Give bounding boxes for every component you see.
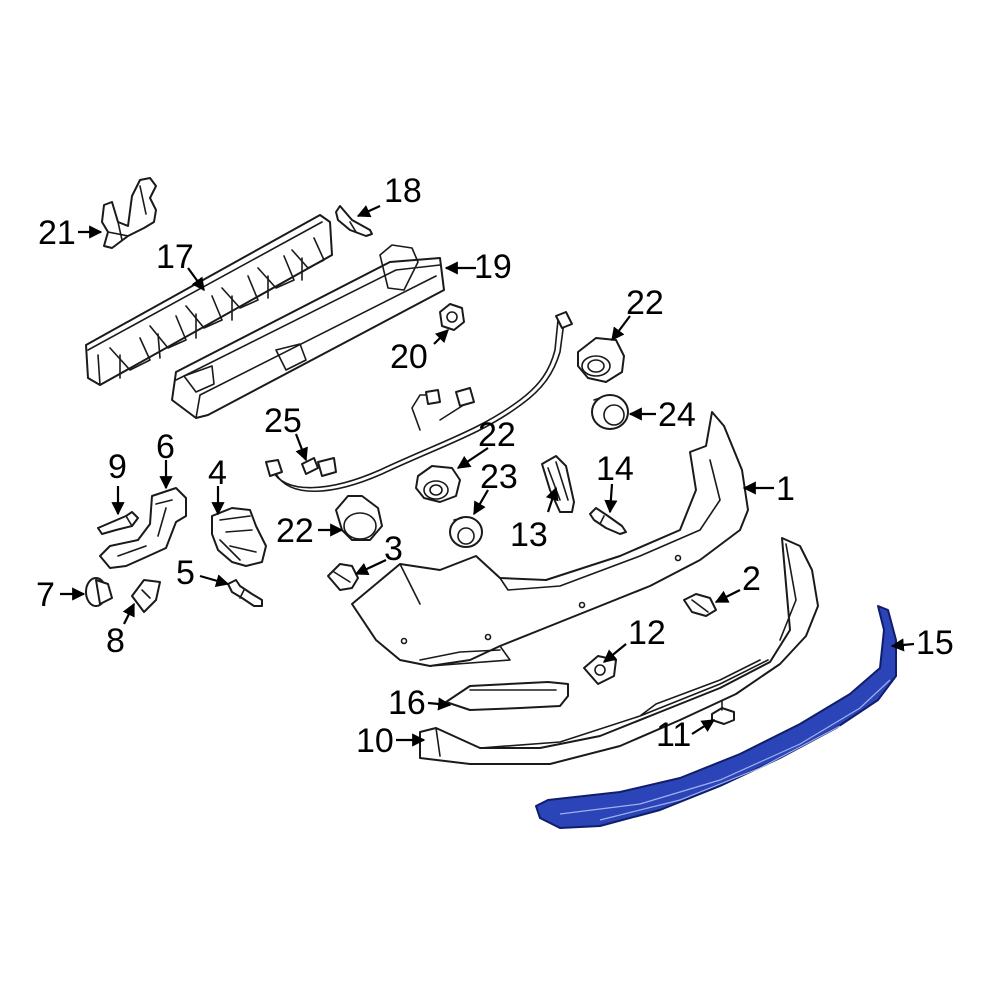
callout-4: 4 (208, 454, 227, 492)
callout-11: 11 (656, 716, 691, 754)
screw-part-7 (85, 577, 113, 607)
parking-sensor-part-22-top (577, 337, 625, 383)
trim-part-16 (445, 681, 569, 711)
callout-21: 21 (38, 214, 76, 252)
bolt-part-18 (335, 205, 373, 237)
clip-part-8 (131, 579, 161, 613)
callout-20: 20 (390, 338, 428, 376)
bracket-part-13 (541, 455, 575, 513)
callout-12: 12 (628, 614, 666, 652)
bumper-cover-part-1 (351, 411, 749, 667)
bracket-part-21 (101, 177, 157, 249)
callout-23: 23 (480, 458, 518, 496)
callout-7: 7 (36, 576, 55, 614)
parking-sensor-part-22-left (335, 495, 383, 541)
lower-valance-part-10 (419, 537, 819, 765)
callout-13: 13 (510, 516, 548, 554)
callout-15: 15 (916, 624, 954, 662)
callout-24: 24 (658, 396, 696, 434)
callout-17: 17 (156, 238, 194, 276)
callout-14: 14 (596, 450, 634, 488)
bolt-part-9 (97, 511, 139, 535)
callout-5: 5 (176, 554, 195, 592)
callout-1: 1 (776, 470, 795, 508)
callout-3: 3 (384, 530, 403, 568)
callout-22-middle: 22 (478, 416, 516, 454)
callout-leaders (60, 204, 915, 747)
skid-plate-part-15-highlighted (535, 605, 897, 829)
skid-plate-fill (535, 605, 897, 829)
bracket-part-6 (99, 487, 187, 569)
callout-numbers: 21 18 17 19 20 22 24 25 22 23 13 14 1 22… (36, 172, 954, 760)
callout-18: 18 (384, 172, 422, 210)
reinforcement-beam-part-19 (171, 244, 445, 419)
callout-9: 9 (108, 448, 127, 486)
bolt-part-14 (589, 507, 627, 535)
nut-part-20 (439, 303, 465, 331)
bolt-part-5 (227, 579, 263, 607)
sensor-bezel-part-24 (591, 394, 629, 430)
callout-10: 10 (356, 722, 394, 760)
sensor-bezel-part-23 (449, 516, 483, 548)
callout-8: 8 (106, 622, 125, 660)
bracket-part-4 (211, 507, 267, 567)
wiring-harness-part-25 (265, 311, 573, 493)
callout-22-left: 22 (276, 512, 314, 550)
screw-part-2 (683, 593, 717, 617)
nut-part-12 (583, 655, 617, 685)
retainer-part-3 (327, 563, 359, 591)
parking-sensor-part-22-middle (415, 465, 461, 503)
callout-22-top: 22 (626, 284, 664, 322)
callout-6: 6 (156, 428, 175, 466)
callout-19: 19 (474, 248, 512, 286)
callout-16: 16 (388, 684, 426, 722)
energy-absorber-part-17 (85, 214, 333, 386)
callout-25: 25 (264, 402, 302, 440)
callout-2: 2 (742, 560, 761, 598)
